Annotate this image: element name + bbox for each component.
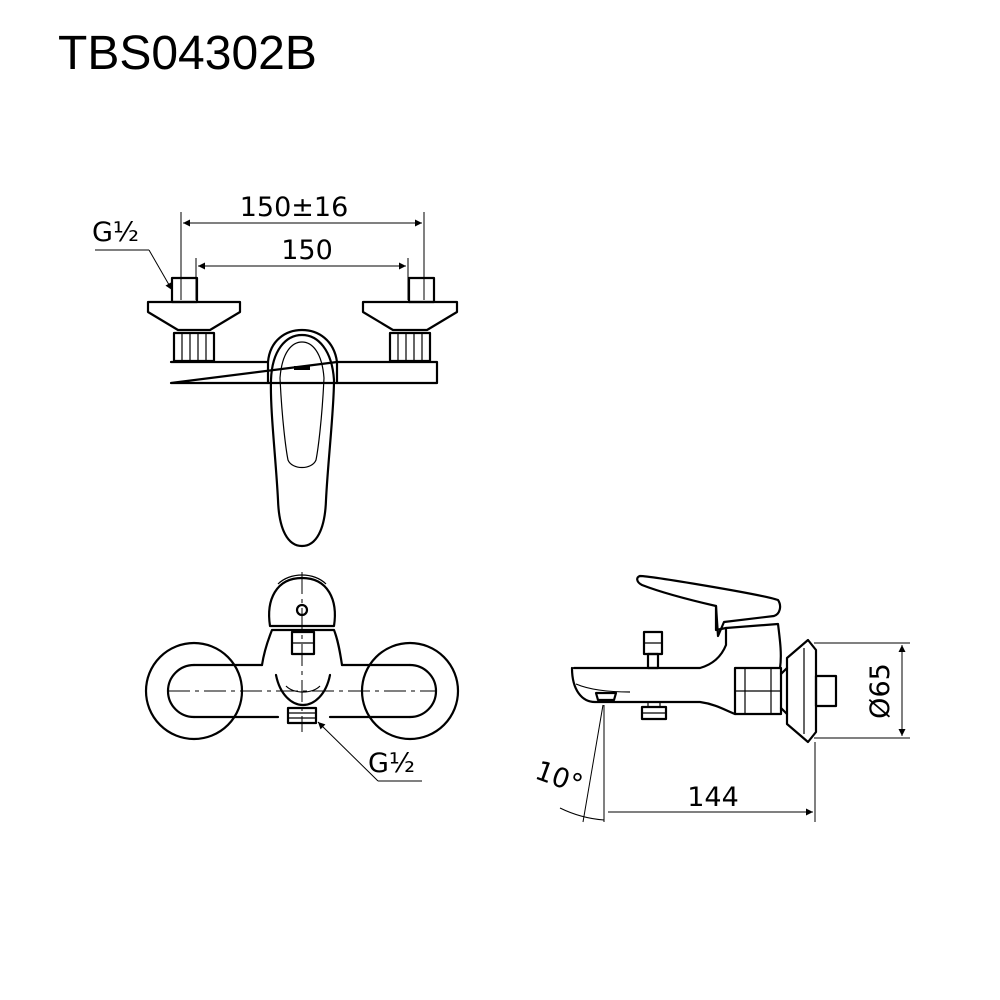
dimension-angle: 10° bbox=[531, 704, 605, 823]
thread-label-bottom: G½ bbox=[368, 748, 415, 779]
dimension-outer-spacing: 150±16 bbox=[180, 192, 425, 300]
drawing-title: TBS04302B bbox=[58, 27, 317, 80]
bottom-view: G½ bbox=[144, 572, 460, 782]
dim-label-inner-spacing: 150 bbox=[281, 235, 333, 266]
front-view: 150±16 150 G½ bbox=[92, 192, 459, 548]
dimension-inner-spacing: 150 bbox=[195, 235, 409, 300]
side-view: Ø65 144 10° bbox=[531, 574, 910, 823]
dimension-flange-diameter: Ø65 bbox=[814, 642, 910, 739]
dim-label-outer-spacing: 150±16 bbox=[240, 192, 349, 223]
lever-handle-front bbox=[266, 328, 339, 548]
dim-label-flange-diameter: Ø65 bbox=[865, 663, 896, 719]
right-inlet bbox=[361, 276, 459, 363]
thread-callout-bottom: G½ bbox=[317, 721, 422, 782]
left-inlet bbox=[146, 276, 242, 363]
mixer-body-front bbox=[169, 360, 439, 385]
thread-label-top: G½ bbox=[92, 217, 139, 248]
dimension-depth: 144 bbox=[608, 742, 816, 822]
dim-label-angle: 10° bbox=[531, 755, 587, 800]
dim-label-depth: 144 bbox=[687, 782, 739, 813]
thread-callout-top: G½ bbox=[92, 217, 173, 291]
